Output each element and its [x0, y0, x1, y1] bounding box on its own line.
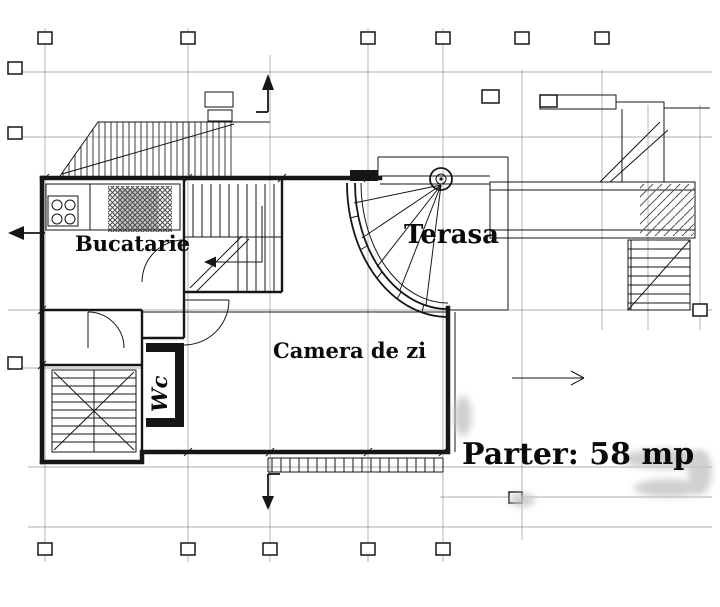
terrace-spokes	[353, 184, 442, 306]
grid-column-markers	[7, 31, 708, 556]
stair-arrow-head	[204, 256, 216, 268]
label-floor-area: Parter: 58 mp	[462, 437, 694, 472]
eraser-smudges	[454, 396, 712, 507]
basement-staircase	[51, 311, 137, 453]
terrace-area	[346, 156, 509, 318]
section-arrow-top	[256, 74, 274, 113]
counter-shadow	[118, 188, 158, 230]
interior-walls	[42, 178, 456, 452]
kitchen-fixtures	[45, 183, 185, 283]
terrace-column-icon	[429, 167, 453, 191]
porch-deck	[267, 457, 444, 473]
structural-grid	[8, 28, 712, 562]
entry-door-block	[350, 170, 378, 181]
label-terrace: Terasa	[404, 220, 499, 250]
direction-arrow-right	[512, 370, 585, 386]
terrace-railing	[346, 182, 449, 318]
stove-icon	[47, 195, 79, 227]
label-wc: Wc	[147, 375, 172, 412]
room-labels: Bucatarie Terasa Camera de zi Wc Parter:…	[75, 220, 694, 472]
kitchen-door-swing	[141, 239, 185, 283]
wc-partition	[146, 343, 184, 427]
exterior-staircase	[627, 239, 691, 311]
main-staircase	[183, 184, 282, 346]
left-room-door-swing	[87, 311, 125, 349]
roof-hatch-top-left	[59, 91, 270, 177]
stair-direction-line	[214, 206, 263, 263]
section-arrow-left	[8, 226, 45, 240]
counter-hatch	[108, 186, 172, 232]
section-arrow-bottom	[262, 473, 280, 510]
label-kitchen: Bucatarie	[75, 231, 190, 256]
dimension-ticks	[37, 173, 448, 457]
canopy-band-right	[481, 89, 710, 239]
hall-door-swing	[183, 299, 230, 346]
label-living-room: Camera de zi	[273, 338, 426, 363]
